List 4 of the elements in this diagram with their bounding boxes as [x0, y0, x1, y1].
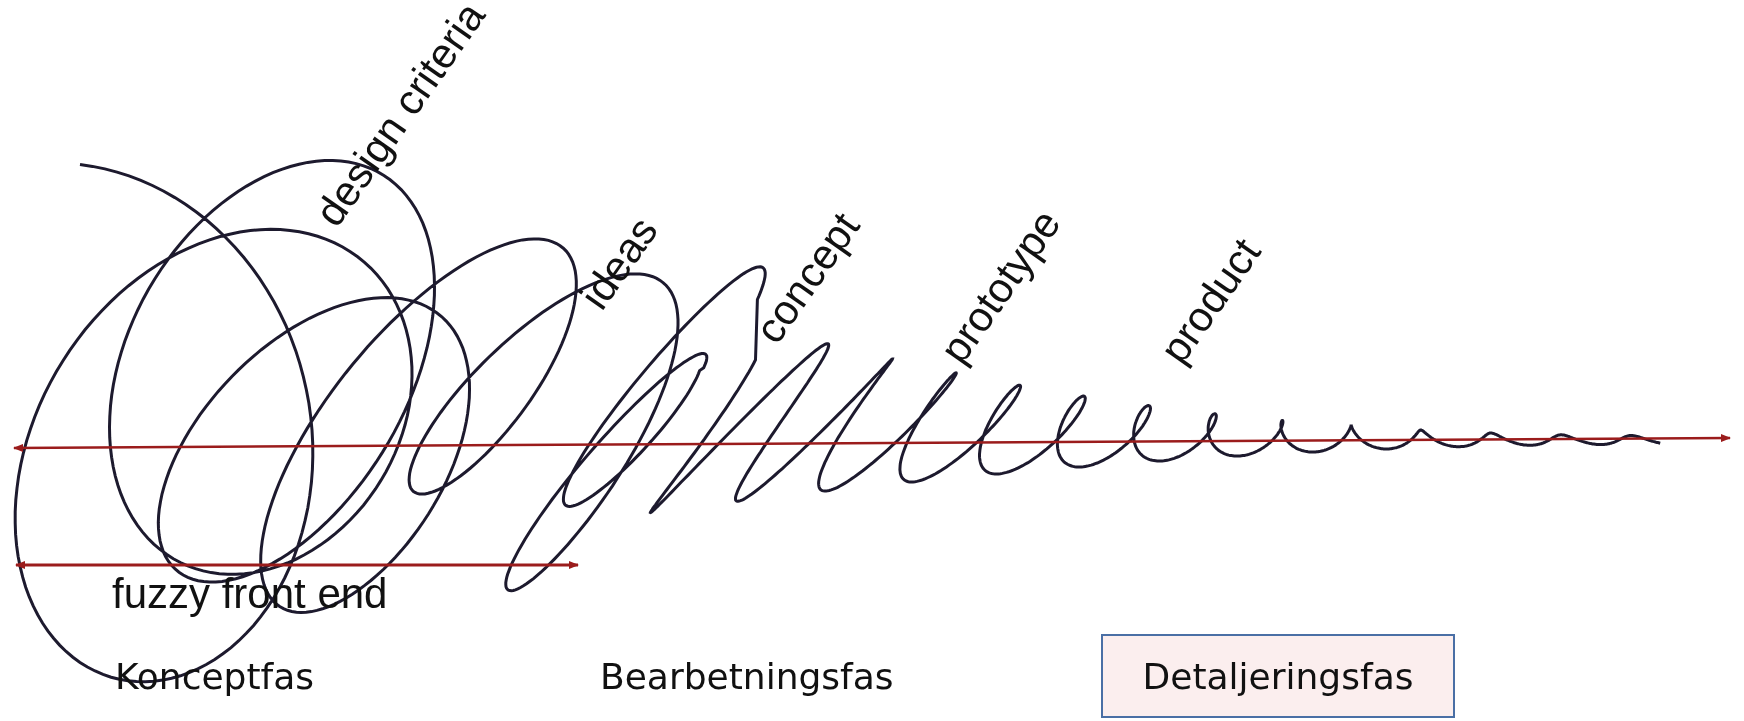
phase-label: Bearbetningsfas — [600, 656, 894, 697]
phase-box — [1101, 634, 1455, 718]
phase-label: Konceptfas — [115, 656, 315, 697]
phase-label: Detaljeringsfas — [1142, 655, 1414, 697]
